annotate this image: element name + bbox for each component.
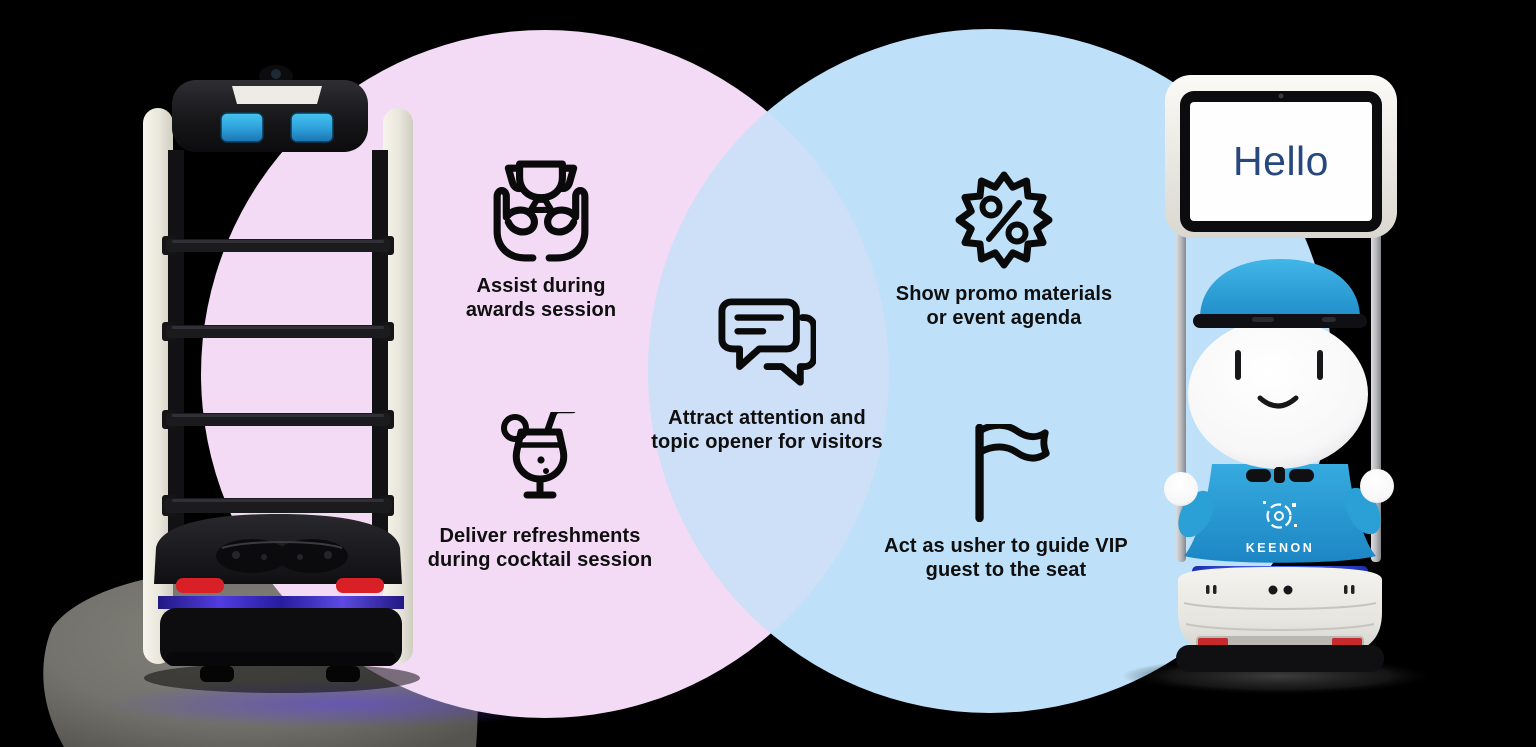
delivery-robot-shadow [144,663,420,693]
tablet-screen [1190,102,1372,221]
feature-show-promo: Show promo materials or event agenda [864,170,1144,330]
brand-label: KEENON [1246,541,1314,555]
cocktail-icon [501,412,576,499]
feature-label: Act as usher to guide VIP guest to the s… [884,535,1128,581]
greeter-smile [1257,395,1299,409]
head-top-screen [232,86,322,104]
feature-label: Deliver refreshments during cocktail ses… [427,525,653,571]
greeter-torso [1184,464,1376,563]
chat-bubbles-icon [718,298,816,386]
greeter-right-eye [1317,350,1323,380]
trophy-in-hands-icon [493,160,589,262]
feature-assist-awards: Assist during awards session [407,160,675,322]
right-eye-display [290,112,334,143]
base-reflector-right [1332,638,1362,647]
speaker-left [1246,469,1271,482]
delivery-robot-head [172,65,368,152]
feature-label: Assist during awards session [465,275,617,321]
base-bumper [1176,645,1384,672]
feature-deliver-refreshments: Deliver refreshments during cocktail ses… [400,412,680,572]
greeter-chest: KEENON [1246,467,1314,555]
right-wheel [326,666,360,682]
greeter-base [1176,566,1384,672]
greeter-arms [1164,469,1394,538]
tablet-camera [1278,93,1284,99]
speaker-right [1289,469,1314,482]
flag-icon [975,424,1050,522]
keenon-emblem [1263,501,1297,529]
left-eye-display [220,112,264,143]
feature-attract-attention: Attract attention and topic opener for v… [627,296,907,454]
hat-band [1193,314,1367,328]
speaker-center [1274,467,1285,483]
greeter-robot: Hello [1122,75,1438,695]
delivery-robot [143,65,420,693]
greeter-left-eye [1235,350,1241,380]
led-strip [158,596,404,609]
feature-label: Attract attention and topic opener for v… [651,407,883,453]
greeter-hat [1193,259,1367,328]
delivery-robot-base [154,514,404,682]
left-taillight [176,578,224,593]
greeter-face [1188,319,1368,469]
right-taillight [336,578,384,593]
feature-usher-vip: Act as usher to guide VIP guest to the s… [861,424,1151,582]
base-reflector-left [1198,638,1228,647]
percent-badge-icon [955,171,1053,269]
greeter-tablet: Hello [1165,75,1397,238]
right-hand [1360,469,1394,503]
left-wheel [200,666,234,682]
tablet-screen-text: Hello [1233,138,1329,184]
delivery-trays [162,236,394,516]
venn-overlap [648,30,889,713]
feature-label: Show promo materials or event agenda [895,283,1113,329]
left-hand [1164,472,1198,506]
